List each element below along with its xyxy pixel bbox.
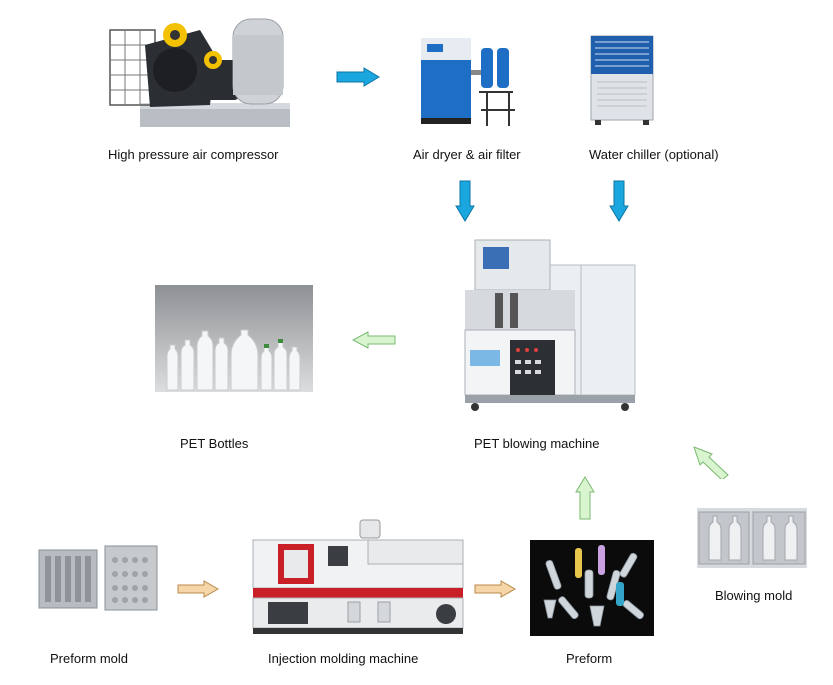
arrow-blowing-to-bottles: [352, 331, 396, 349]
preform-image: [530, 540, 654, 636]
blowing-machine-label: PET blowing machine: [474, 436, 600, 451]
air-dryer-image: [413, 30, 517, 130]
arrow-up-icon: [575, 476, 595, 520]
preform-icon: [530, 540, 654, 636]
water-chiller-icon: [585, 30, 660, 128]
air-dryer-icon: [413, 30, 517, 130]
air-compressor-label: High pressure air compressor: [108, 147, 279, 162]
arrow-chiller-to-blowing: [609, 180, 629, 222]
blowing-machine-icon: [455, 235, 640, 417]
pet-bottles-label: PET Bottles: [180, 436, 248, 451]
injection-machine-image: [248, 518, 466, 636]
preform-mold-label: Preform mold: [50, 651, 128, 666]
air-compressor-image: [105, 15, 290, 133]
blowing-mold-icon: [697, 508, 807, 568]
arrow-left-icon: [352, 331, 396, 349]
blowing-mold-label: Blowing mold: [715, 588, 792, 603]
pet-bottles-icon: [155, 285, 313, 392]
arrow-down-icon: [609, 180, 629, 222]
blowing-mold-image: [697, 508, 807, 568]
arrow-dryer-to-blowing: [455, 180, 475, 222]
preform-mold-image: [35, 540, 160, 615]
blowing-machine-image: [455, 235, 640, 417]
pet-bottles-image: [155, 285, 313, 392]
water-chiller-image: [585, 30, 660, 128]
injection-machine-icon: [248, 518, 466, 636]
arrow-right-icon: [336, 67, 380, 87]
arrow-diagonal-icon: [692, 445, 730, 479]
arrow-injection-to-preform: [474, 580, 516, 598]
arrow-compressor-to-dryer: [336, 67, 380, 87]
preform-mold-icon: [35, 540, 160, 615]
water-chiller-label: Water chiller (optional): [589, 147, 719, 162]
injection-machine-label: Injection molding machine: [268, 651, 418, 666]
arrow-mold-to-blowing: [692, 445, 730, 479]
arrow-down-icon: [455, 180, 475, 222]
air-dryer-label: Air dryer & air filter: [413, 147, 521, 162]
arrow-right-icon: [474, 580, 516, 598]
arrow-right-icon: [177, 580, 219, 598]
air-compressor-icon: [105, 15, 290, 133]
arrow-preform-to-blowing: [575, 476, 595, 520]
arrow-mold-to-injection: [177, 580, 219, 598]
preform-label: Preform: [566, 651, 612, 666]
